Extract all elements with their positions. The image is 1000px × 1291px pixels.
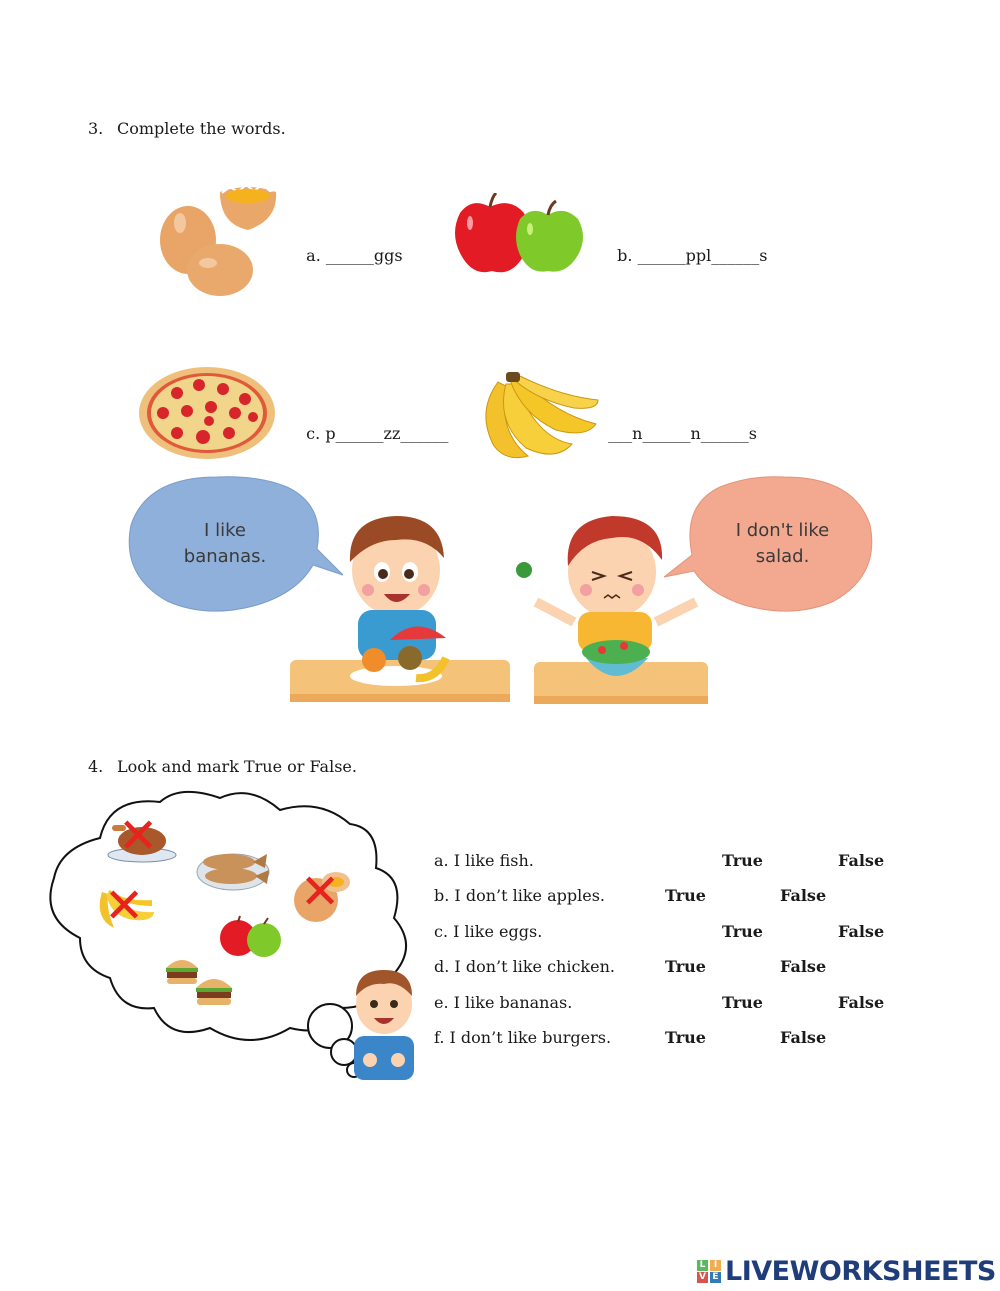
section-3-heading: 3. Complete the words. (88, 119, 286, 138)
logo-tile-i: I (710, 1260, 721, 1271)
eggs-small-picture (294, 872, 350, 922)
bubble-right-line2: salad. (755, 546, 810, 567)
true-option-c[interactable]: True (722, 922, 763, 941)
word-blank-b[interactable]: b. ______ppl______s (607, 227, 767, 265)
section-3-title: Complete the words. (117, 119, 286, 138)
fish-picture (196, 853, 270, 891)
statement-f: f. I don’t like burgers. (434, 1028, 612, 1047)
statement-b: b. I don’t like apples. (434, 886, 605, 905)
section-3-number: 3. (88, 119, 104, 138)
statement-a: a. I like fish. (434, 851, 534, 870)
section-4-heading: 4. Look and mark True or False. (88, 757, 357, 776)
speech-bubble-right (664, 476, 873, 612)
true-option-b[interactable]: True (665, 886, 706, 905)
bananas-small-picture (99, 890, 154, 928)
happy-kid-picture (290, 516, 510, 702)
false-option-b[interactable]: False (780, 886, 827, 905)
statement-c: c. I like eggs. (434, 922, 543, 941)
item-label-c: c. (306, 424, 326, 443)
burgers-picture (166, 960, 232, 1005)
apples-small-picture (220, 915, 281, 957)
logo-tiles-icon: L I V E (697, 1260, 722, 1283)
bananas-cross-icon: ✕ (104, 878, 145, 934)
word-blank-a[interactable]: a. ______ggs (296, 227, 403, 265)
liveworksheets-logo[interactable]: L I V E LIVEWORKSHEETS (697, 1256, 996, 1287)
true-option-a[interactable]: True (722, 851, 763, 870)
eggs-cross-icon: ✕ (300, 864, 341, 920)
statement-d: d. I don’t like chicken. (434, 957, 615, 976)
true-option-e[interactable]: True (722, 993, 763, 1012)
bubble-left-line2: bananas. (183, 546, 267, 567)
item-label-b: b. (617, 246, 638, 265)
chicken-cross-icon: ✕ (118, 808, 159, 864)
brand-name: LIVEWORKSHEETS (725, 1256, 996, 1287)
false-option-e[interactable]: False (838, 993, 885, 1012)
bubble-left-text: I like bananas. (140, 518, 310, 570)
section-4-title: Look and mark True or False. (117, 757, 357, 776)
pizza-picture (139, 367, 275, 459)
word-pattern-a: ______ggs (325, 246, 403, 265)
apples-picture (455, 193, 583, 273)
bananas-picture (485, 372, 599, 459)
eggs-picture (160, 183, 277, 296)
logo-tile-v: V (697, 1272, 708, 1283)
bubble-left-line1: I like (204, 520, 246, 541)
unhappy-kid-picture (516, 516, 708, 704)
word-pattern-b: ______ppl______s (637, 246, 768, 265)
true-option-f[interactable]: True (665, 1028, 706, 1047)
word-pattern-d: ___n______n______s (608, 424, 757, 443)
statement-e: e. I like bananas. (434, 993, 573, 1012)
false-option-c[interactable]: False (838, 922, 885, 941)
false-option-f[interactable]: False (780, 1028, 827, 1047)
thinking-boy-picture (354, 970, 414, 1080)
true-option-d[interactable]: True (665, 957, 706, 976)
section-4-number: 4. (88, 757, 104, 776)
logo-tile-l: L (697, 1260, 708, 1271)
false-option-a[interactable]: False (838, 851, 885, 870)
word-blank-d[interactable]: ___n______n______s (598, 405, 757, 443)
word-pattern-c: p______zz______ (325, 424, 449, 443)
logo-tile-e: E (710, 1272, 721, 1283)
item-label-a: a. (306, 246, 326, 265)
speech-bubble-left (128, 476, 344, 612)
bubble-right-text: I don't like salad. (700, 518, 865, 570)
bubble-right-line1: I don't like (735, 520, 830, 541)
false-option-d[interactable]: False (780, 957, 827, 976)
chicken-picture (107, 825, 177, 863)
word-blank-c[interactable]: c. p______zz______ (296, 405, 448, 443)
